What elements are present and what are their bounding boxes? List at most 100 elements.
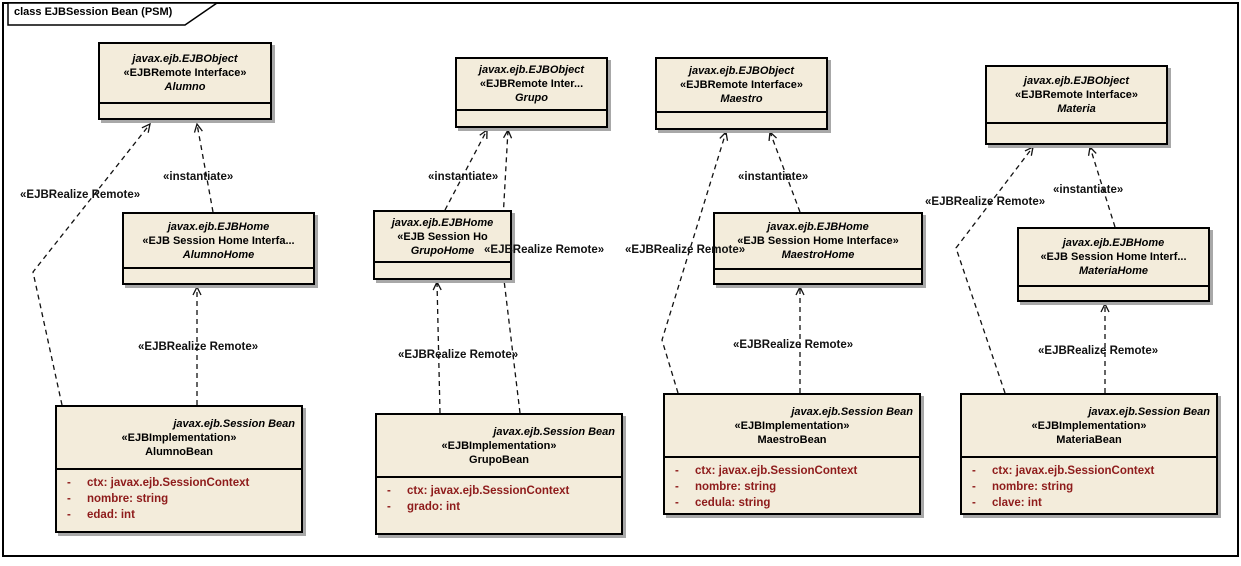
class-header: javax.ejb.EJBObject «EJBRemote Interface… (100, 44, 270, 102)
edge-ejbrealize-grupobean-to-grupohome[interactable] (432, 280, 442, 414)
class-grupobean[interactable]: javax.ejb.Session Bean «EJBImplementatio… (375, 413, 623, 535)
class-header: javax.ejb.Session Bean «EJBImplementatio… (57, 407, 301, 468)
class-maestrobean[interactable]: javax.ejb.Session Bean «EJBImplementatio… (663, 393, 921, 515)
class-grupohome[interactable]: javax.ejb.EJBHome «EJB Session Ho GrupoH… (373, 210, 512, 280)
attribute-row: - nombre: string (962, 479, 1216, 495)
attribute-text: ctx: javax.ejb.SessionContext (695, 465, 858, 477)
class-stereotype: «EJB Session Ho (397, 230, 488, 243)
class-type-label: javax.ejb.EJBObject (478, 64, 585, 76)
attribute-text: grado: int (407, 501, 461, 513)
class-maestro[interactable]: javax.ejb.EJBObject «EJBRemote Interface… (655, 57, 828, 130)
frame-title-tab (7, 2, 220, 26)
class-type-label: javax.ejb.EJBHome (1062, 237, 1165, 249)
edge-label-ejbrealize-remote: «EJBRealize Remote» (925, 196, 1046, 208)
class-alumnobean[interactable]: javax.ejb.Session Bean «EJBImplementatio… (55, 405, 303, 533)
class-materiahome[interactable]: javax.ejb.EJBHome «EJB Session Home Inte… (1017, 227, 1210, 302)
edge-label-ejbrealize-remote: «EJBRealize Remote» (733, 339, 854, 351)
attributes-compartment (375, 261, 510, 278)
attribute-text: edad: int (87, 509, 135, 521)
class-name: MaestroHome (781, 249, 855, 261)
edge-ejbrealize-alumnobean-to-alumno[interactable] (32, 122, 151, 406)
edge-instantiate-alumnohome-to-alumno[interactable] (193, 122, 214, 213)
edge-ejbrealize-maestrobean-to-maestro[interactable] (661, 130, 729, 394)
class-name: Grupo (515, 92, 548, 104)
visibility-marker: - (67, 477, 71, 489)
attribute-text: nombre: string (695, 481, 777, 493)
class-stereotype: «EJBRemote Interface» (123, 67, 247, 79)
edge-label-instantiate: «instantiate» (163, 171, 234, 183)
class-header: javax.ejb.EJBHome «EJB Session Home Inte… (715, 214, 921, 268)
class-grupo[interactable]: javax.ejb.EJBObject «EJBRemote Inter... … (455, 57, 608, 128)
attribute-row: - cedula: string (665, 495, 919, 511)
class-header: javax.ejb.EJBHome «EJB Session Ho GrupoH… (375, 212, 510, 261)
diagram-frame (2, 2, 1239, 557)
edge-label-instantiate: «instantiate» (1053, 184, 1124, 196)
class-materiabean[interactable]: javax.ejb.Session Bean «EJBImplementatio… (960, 393, 1218, 515)
attribute-text: cedula: string (695, 497, 771, 509)
edge-instantiate-grupohome-to-grupo[interactable] (444, 128, 488, 211)
attributes-compartment (1019, 285, 1208, 300)
attribute-row: - nombre: string (57, 491, 301, 507)
class-name: MateriaBean (1056, 433, 1122, 446)
visibility-marker: - (387, 485, 391, 497)
attribute-row: - edad: int (57, 507, 301, 523)
attributes-compartment: -ctx: javax.ejb.SessionContext -nombre: … (665, 456, 919, 513)
class-type-label: javax.ejb.Session Bean (493, 425, 615, 438)
edge-label-ejbrealize-remote: «EJBRealize Remote» (398, 349, 519, 361)
attributes-compartment: - ctx: javax.ejb.SessionContext - nombre: … (962, 456, 1216, 513)
attribute-row: - clave: int (962, 495, 1216, 511)
class-materia[interactable]: javax.ejb.EJBObject «EJBRemote Interface… (985, 65, 1168, 145)
attributes-compartment (657, 111, 826, 128)
edge-label-ejbrealize-remote: «EJBRealize Remote» (484, 244, 605, 256)
class-alumno[interactable]: javax.ejb.EJBObject «EJBRemote Interface… (98, 42, 272, 120)
class-stereotype: «EJBImplementation» (1031, 419, 1147, 432)
class-stereotype: «EJBImplementation» (734, 419, 850, 432)
class-stereotype: «EJB Session Home Interface» (737, 235, 899, 247)
visibility-marker: - (67, 509, 71, 521)
visibility-marker: - (972, 465, 976, 477)
class-stereotype: «EJBImplementation» (121, 431, 237, 444)
diagram-frame-title: class EJBSession Bean (PSM) (14, 6, 173, 18)
edge-label-ejbrealize-remote: «EJBRealize Remote» (138, 341, 259, 353)
attribute-text: clave: int (992, 497, 1042, 509)
class-stereotype: «EJBImplementation» (441, 439, 557, 452)
class-header: javax.ejb.Session Bean «EJBImplementatio… (665, 395, 919, 456)
class-header: javax.ejb.EJBObject «EJBRemote Inter... … (457, 59, 606, 109)
class-name: Alumno (164, 81, 206, 93)
edge-label-ejbrealize-remote: «EJBRealize Remote» (20, 189, 141, 201)
class-name: GrupoBean (469, 453, 529, 466)
attributes-compartment (124, 267, 313, 283)
class-type-label: javax.ejb.Session Bean (791, 405, 913, 418)
class-stereotype: «EJBRemote Interface» (680, 79, 803, 91)
attributes-compartment (100, 102, 270, 118)
attributes-compartment (715, 268, 921, 283)
attribute-text: ctx: javax.ejb.SessionContext (992, 465, 1155, 477)
class-header: javax.ejb.Session Bean «EJBImplementatio… (962, 395, 1216, 456)
attribute-text: nombre: string (992, 481, 1074, 493)
attribute-text: ctx: javax.ejb.SessionContext (407, 485, 570, 497)
class-header: javax.ejb.EJBHome «EJB Session Home Inte… (124, 214, 313, 267)
visibility-marker: - (675, 497, 679, 509)
visibility-marker: - (67, 493, 71, 505)
class-stereotype: «EJB Session Home Interfa... (142, 234, 295, 247)
class-type-label: javax.ejb.EJBObject (1023, 74, 1130, 87)
edge-instantiate-materiahome-to-materia[interactable] (1087, 145, 1116, 228)
class-maestrohome[interactable]: javax.ejb.EJBHome «EJB Session Home Inte… (713, 212, 923, 285)
attributes-compartment (457, 109, 606, 126)
edge-ejbrealize-materiabean-to-materia[interactable] (955, 145, 1034, 394)
class-type-label: javax.ejb.EJBHome (767, 221, 869, 233)
visibility-marker: - (972, 497, 976, 509)
visibility-marker: - (972, 481, 976, 493)
class-alumnohome[interactable]: javax.ejb.EJBHome «EJB Session Home Inte… (122, 212, 315, 285)
edge-label-ejbrealize-remote: «EJBRealize Remote» (1038, 345, 1159, 357)
class-name: MaestroBean (757, 433, 827, 446)
class-header: javax.ejb.EJBHome «EJB Session Home Inte… (1019, 229, 1208, 285)
edge-label-ejbrealize-remote: «EJBRealize Remote» (625, 244, 746, 256)
edge-label-instantiate: «instantiate» (738, 171, 809, 183)
edge-label-instantiate: «instantiate» (428, 171, 499, 183)
class-name: Maestro (720, 93, 763, 105)
attribute-text: nombre: string (87, 493, 169, 505)
attribute-row: - ctx: javax.ejb.SessionContext (377, 483, 621, 499)
